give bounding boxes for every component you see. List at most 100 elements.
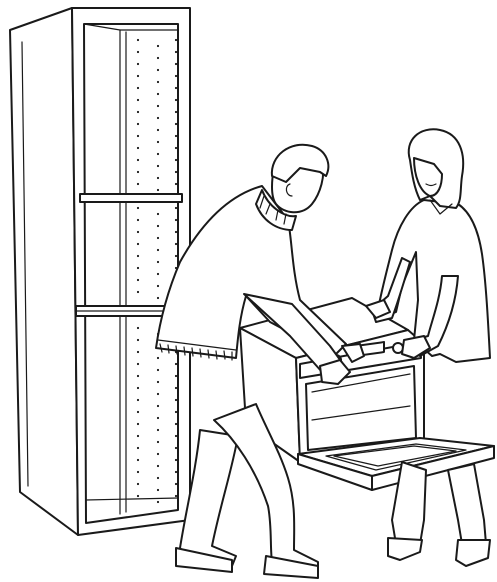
shelf-hole [157, 165, 159, 167]
shelf-hole [137, 327, 139, 329]
shelf-hole [157, 465, 159, 467]
shelf-hole [175, 399, 177, 401]
shelf-hole [137, 207, 139, 209]
shelf-hole [157, 429, 159, 431]
shelf-hole [137, 291, 139, 293]
shelf-hole [175, 471, 177, 473]
shelf-hole [175, 423, 177, 425]
shelf-hole [157, 405, 159, 407]
shelf-hole [137, 255, 139, 257]
shelf-hole [137, 63, 139, 65]
shelf-hole [137, 111, 139, 113]
shelf-hole [175, 63, 177, 65]
shelf-hole [137, 495, 139, 497]
shelf-hole [175, 483, 177, 485]
shelf-hole [157, 117, 159, 119]
shelf-hole [175, 363, 177, 365]
shelf-hole [137, 483, 139, 485]
shelf-hole [157, 141, 159, 143]
shelf-hole [157, 81, 159, 83]
shelf-hole [175, 387, 177, 389]
shelf-hole [157, 261, 159, 263]
shelf-hole [157, 297, 159, 299]
shelf-hole [157, 441, 159, 443]
shelf-hole [137, 171, 139, 173]
shelf-hole [157, 213, 159, 215]
shelf-hole [137, 423, 139, 425]
shelf-hole [175, 183, 177, 185]
shelf-hole [137, 459, 139, 461]
shelf-hole [137, 39, 139, 41]
shelf-hole [157, 189, 159, 191]
shelf-hole [175, 219, 177, 221]
shelf-hole [175, 39, 177, 41]
shelf-hole [157, 393, 159, 395]
shelf-hole [137, 375, 139, 377]
shelf-hole [175, 231, 177, 233]
shelf-hole [175, 375, 177, 377]
shelf-hole [137, 135, 139, 137]
shelf-hole [137, 219, 139, 221]
shelf-hole [157, 249, 159, 251]
shelf-hole [137, 471, 139, 473]
shelf-hole [157, 57, 159, 59]
shelf-hole [175, 171, 177, 173]
shelf-hole [137, 387, 139, 389]
shelf-hole [157, 501, 159, 503]
shelf-hole [157, 129, 159, 131]
shelf-hole [175, 51, 177, 53]
shelf-hole [175, 435, 177, 437]
shelf-hole [137, 351, 139, 353]
shelf-hole [137, 87, 139, 89]
shelf-hole [137, 447, 139, 449]
shelf-hole [175, 75, 177, 77]
shelf-hole [175, 255, 177, 257]
shelf-hole [137, 339, 139, 341]
shelf-hole [137, 279, 139, 281]
shelf-hole [137, 159, 139, 161]
shelf-hole [157, 177, 159, 179]
shelf-hole [137, 183, 139, 185]
shelf-hole [157, 93, 159, 95]
shelf-hole [157, 453, 159, 455]
shelf-hole [137, 411, 139, 413]
shelf-hole [175, 159, 177, 161]
shelf-hole [137, 363, 139, 365]
tall-cabinet [10, 8, 190, 535]
shelf-hole [157, 357, 159, 359]
shelf-hole [157, 417, 159, 419]
shelf-hole [157, 285, 159, 287]
shelf-hole [157, 273, 159, 275]
shelf-hole [157, 369, 159, 371]
shelf-hole [157, 477, 159, 479]
shelf-hole [175, 411, 177, 413]
shelf-hole [137, 435, 139, 437]
shelf-hole [157, 45, 159, 47]
shelf-hole [137, 123, 139, 125]
shelf-hole [157, 69, 159, 71]
shelf-hole [157, 225, 159, 227]
shelf-hole [175, 135, 177, 137]
shelf-hole [157, 105, 159, 107]
shelf-hole [175, 495, 177, 497]
shelf-hole [175, 207, 177, 209]
shelf-hole [175, 147, 177, 149]
shelf-hole [175, 87, 177, 89]
shelf-hole [157, 237, 159, 239]
shelf-hole [137, 267, 139, 269]
shelf-hole [137, 75, 139, 77]
shelf-hole [137, 51, 139, 53]
shelf-hole [157, 381, 159, 383]
shelf-hole [175, 447, 177, 449]
cabinet-shelf-upper [80, 194, 182, 202]
shelf-hole [175, 123, 177, 125]
shelf-hole [137, 231, 139, 233]
shelf-hole [157, 153, 159, 155]
shelf-hole [137, 147, 139, 149]
shelf-hole [175, 243, 177, 245]
shelf-hole [157, 489, 159, 491]
shelf-hole [175, 111, 177, 113]
shelf-hole [137, 243, 139, 245]
shelf-hole [175, 99, 177, 101]
